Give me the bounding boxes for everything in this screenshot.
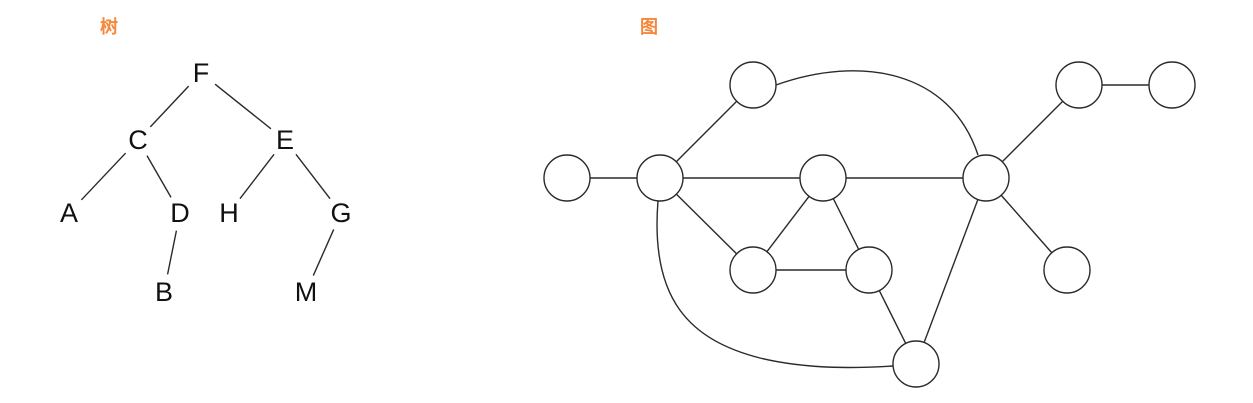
tree-node-C: C	[128, 125, 148, 155]
graph-node-n10	[1148, 61, 1196, 109]
tree-edge-C-D	[146, 155, 172, 198]
tree-edge-E-H	[239, 153, 275, 200]
graph-edge-n5-n11	[1000, 194, 1053, 254]
tree-node-D: D	[170, 198, 190, 228]
graph-node-n7	[845, 246, 893, 294]
graph-edge-n4-n7	[832, 198, 860, 250]
graph-edge-n1-n5	[775, 70, 979, 156]
tree-node-A: A	[60, 198, 78, 228]
tree-edge-D-B	[166, 230, 178, 275]
tree-node-G: G	[330, 198, 351, 228]
graph-node-n2	[543, 154, 591, 202]
tree-node-F: F	[193, 58, 210, 88]
graph-nodes	[543, 61, 1196, 388]
graph-node-n1	[729, 61, 777, 109]
tree-title: 树	[100, 17, 118, 38]
tree-edge-E-G	[295, 153, 331, 200]
graph-node-n3	[636, 154, 684, 202]
graph-title: 图	[640, 17, 658, 38]
graph-node-n11	[1043, 246, 1091, 294]
graph-edge-n8-n5	[923, 199, 979, 343]
graph-edge-n5-n9	[1001, 100, 1064, 163]
graph-edge-n3-n1	[675, 100, 738, 163]
tree-edge-C-A	[80, 152, 127, 201]
tree-edge-F-C	[149, 85, 190, 128]
tree-node-E: E	[276, 125, 294, 155]
tree-edge-G-M	[312, 229, 335, 276]
graph-edge-n6-n4	[766, 195, 810, 253]
graph-edge-n3-n8	[656, 200, 894, 369]
tree-node-M: M	[295, 277, 318, 307]
graph-node-n9	[1055, 61, 1103, 109]
graph-edge-n3-n6	[675, 193, 738, 255]
tree-node-B: B	[155, 277, 173, 307]
tree-node-H: H	[219, 198, 239, 228]
graph-edge-n7-n8	[878, 290, 907, 344]
tree-edge-F-E	[214, 83, 272, 130]
graph-node-n4	[799, 154, 847, 202]
graph-edges	[590, 70, 1149, 369]
graph-node-n8	[892, 340, 940, 388]
graph-node-n6	[729, 246, 777, 294]
graph-node-n5	[962, 154, 1010, 202]
tree-edges	[80, 83, 335, 276]
